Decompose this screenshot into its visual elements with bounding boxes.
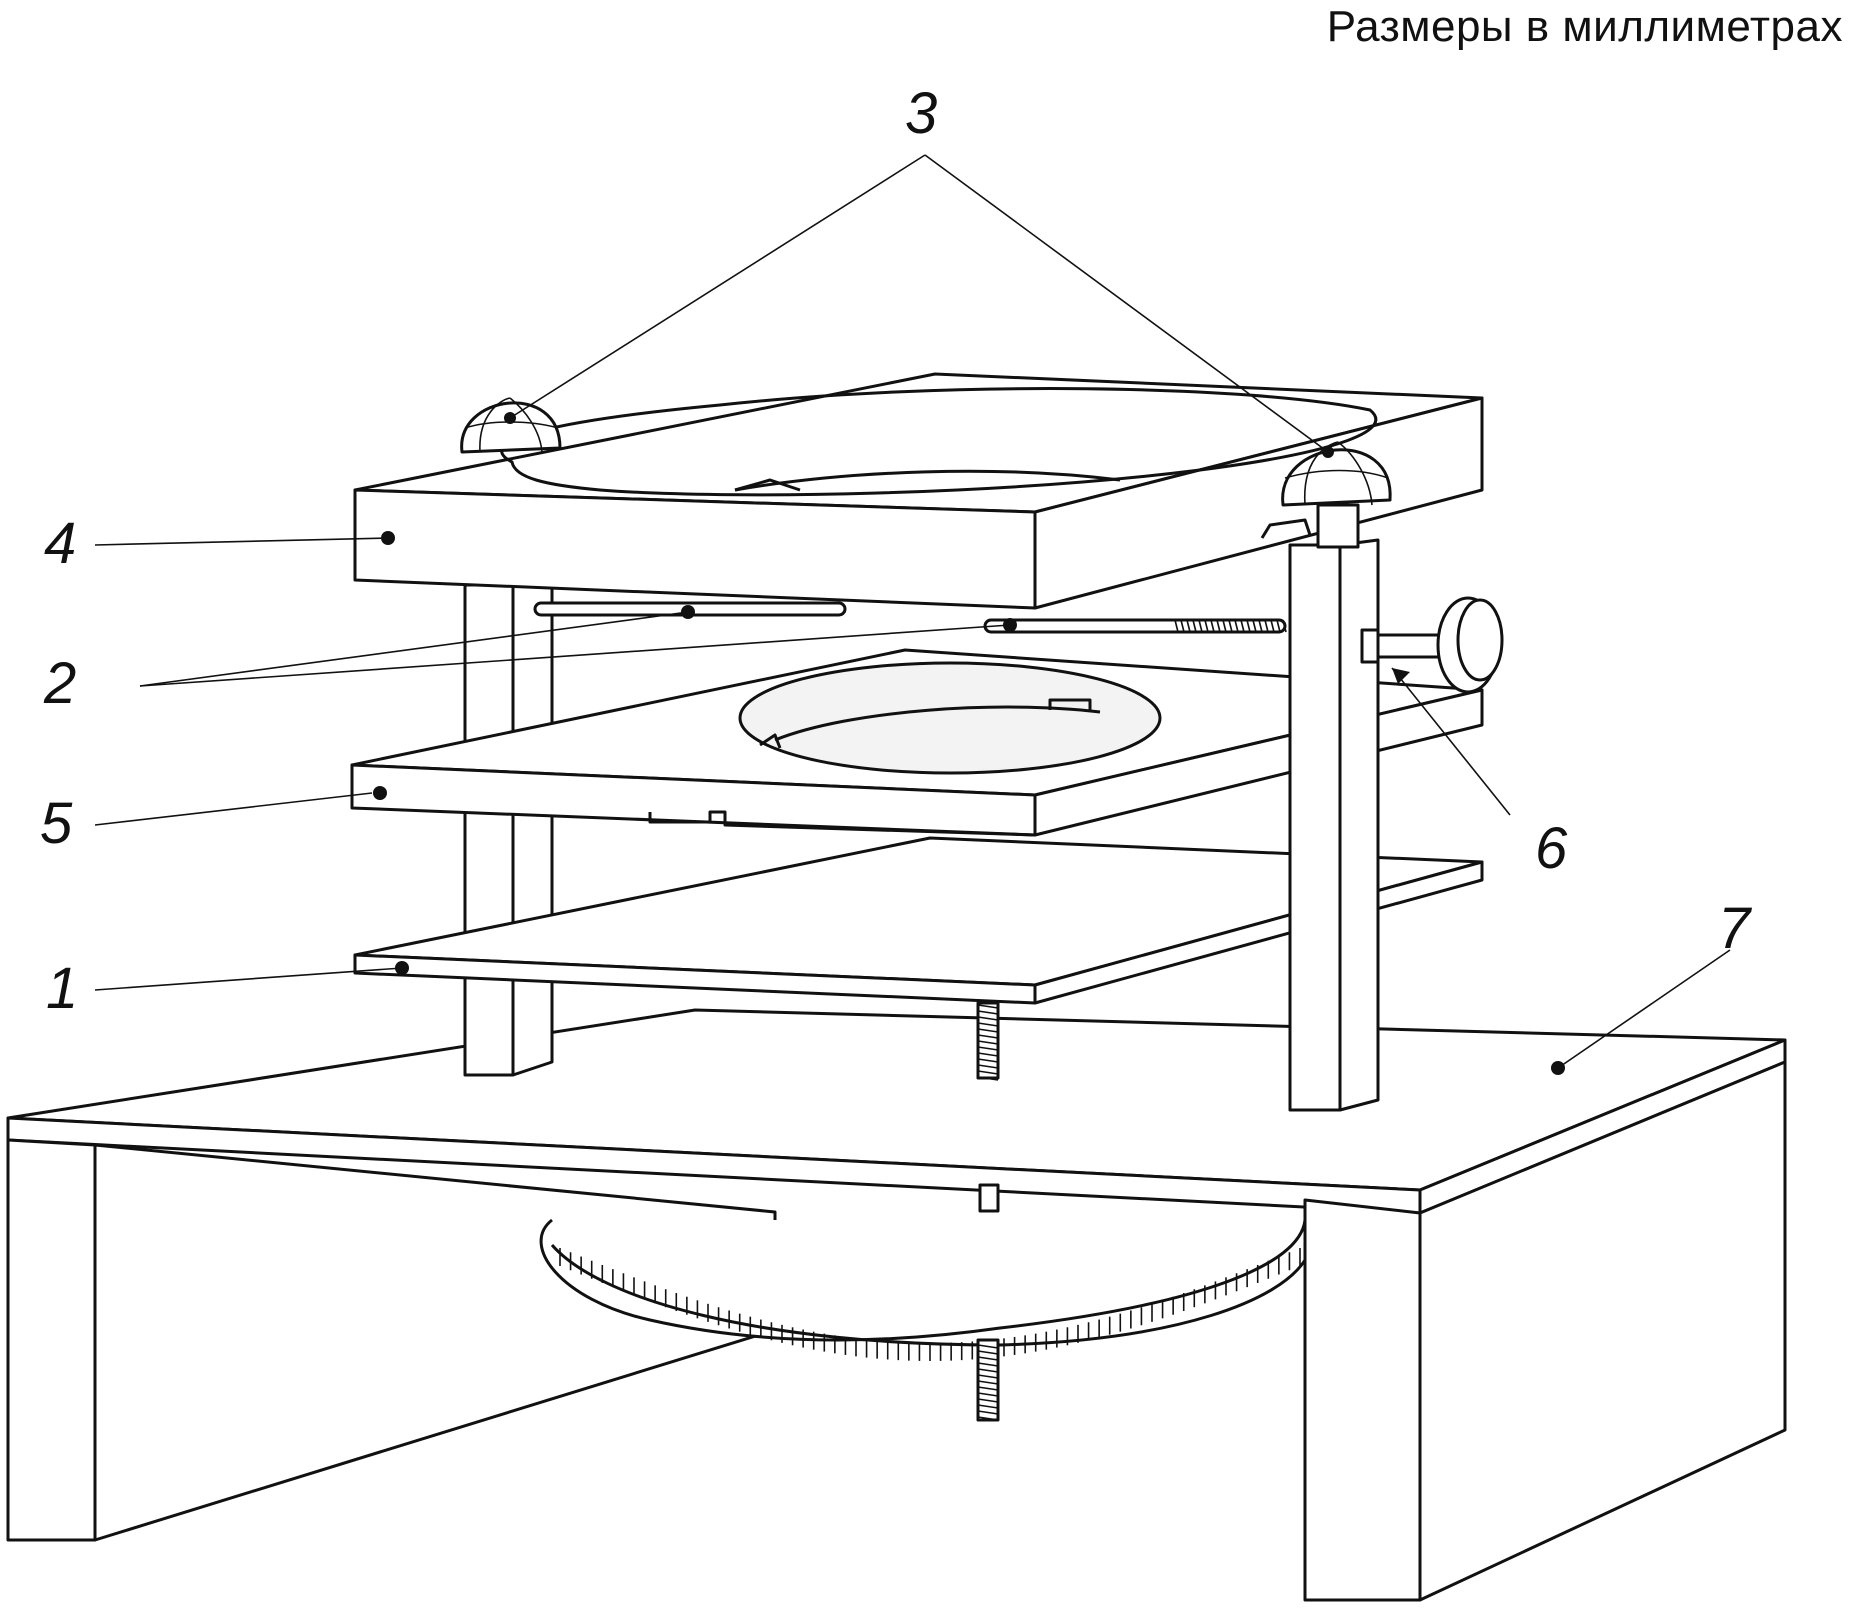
screw-thread	[1210, 619, 1215, 633]
rod-thread	[977, 1004, 999, 1009]
rod-thread	[977, 1368, 999, 1373]
callout-dots	[373, 412, 1565, 1075]
rod-thread	[977, 1386, 999, 1391]
screw-thread	[1246, 619, 1251, 633]
screw-thread	[1252, 619, 1257, 633]
plate-4	[353, 372, 1484, 610]
screw-thread	[1186, 619, 1191, 633]
screw-thread	[1216, 619, 1221, 633]
rod-thread	[977, 1380, 999, 1385]
rod-thread	[977, 1022, 999, 1027]
callout-1: 1	[46, 956, 79, 1021]
rod-thread	[977, 1070, 999, 1075]
knob-left	[460, 397, 562, 454]
callout-6: 6	[1535, 816, 1568, 881]
rod-thread	[977, 1010, 999, 1015]
callout-3: 3	[905, 81, 938, 146]
rod-thread	[977, 1410, 999, 1415]
screw-thread	[1228, 619, 1233, 633]
callout-7: 7	[1718, 896, 1751, 961]
rod-thread	[977, 1064, 999, 1069]
screw-thread	[1234, 619, 1239, 633]
rod-thread	[977, 1344, 999, 1349]
rod-thread	[977, 1350, 999, 1355]
screw-thread	[1204, 619, 1209, 633]
left-column	[463, 578, 554, 1077]
rod-thread	[977, 1398, 999, 1403]
screw-thread	[1174, 619, 1179, 633]
rod-thread	[977, 1052, 999, 1057]
screw-thread	[1192, 619, 1197, 633]
screw-thread	[1282, 619, 1287, 633]
rod-thread	[977, 1416, 999, 1421]
callout-4: 4	[44, 511, 77, 576]
rod-thread	[977, 1374, 999, 1379]
rod-thread	[977, 1046, 999, 1051]
knob-right	[1281, 441, 1392, 507]
rod-thread	[977, 1028, 999, 1033]
rod-thread	[977, 1404, 999, 1409]
callout-2: 2	[44, 651, 77, 716]
leader-lines	[94, 154, 1731, 1069]
rod-thread	[977, 1016, 999, 1021]
units-caption: Размеры в миллиметрах	[1326, 2, 1843, 51]
rod-thread	[977, 1040, 999, 1045]
callout-5: 5	[40, 791, 73, 856]
plate-5	[350, 648, 1484, 837]
rod-thread	[977, 1362, 999, 1367]
rod-thread	[977, 1058, 999, 1063]
rod-thread	[977, 1034, 999, 1039]
screw-thread	[1240, 619, 1245, 633]
screw-thread	[1276, 619, 1281, 633]
rod-thread	[977, 1392, 999, 1397]
screw-thread	[1180, 619, 1185, 633]
screw-thread	[1222, 619, 1227, 633]
right-column	[1288, 503, 1504, 1112]
gear-disk	[539, 1183, 1307, 1422]
screw-thread	[1264, 619, 1269, 633]
screw-thread	[1258, 619, 1263, 633]
rod-thread	[977, 1356, 999, 1361]
screw-thread	[1198, 619, 1203, 633]
rod-thread	[977, 1076, 999, 1081]
screw-thread	[1270, 619, 1275, 633]
